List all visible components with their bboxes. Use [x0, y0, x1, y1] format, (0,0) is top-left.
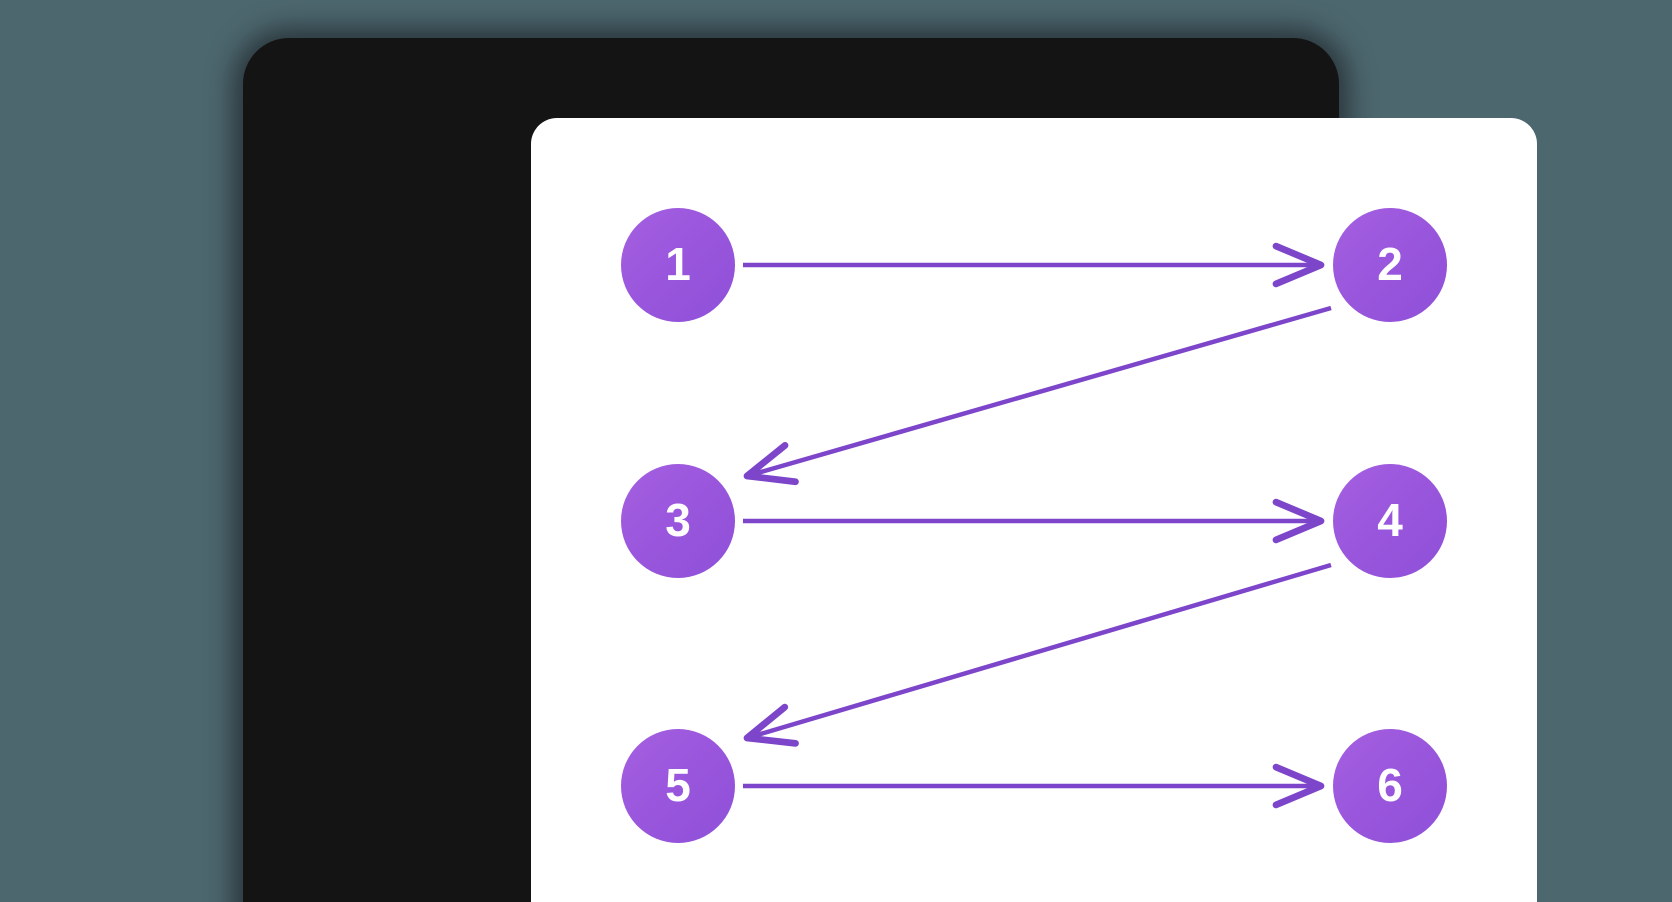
node-2[interactable]: 2: [1333, 208, 1447, 322]
node-5[interactable]: 5: [621, 729, 735, 843]
node-5-label: 5: [665, 759, 691, 811]
node-4-label: 4: [1377, 494, 1403, 546]
node-1-label: 1: [665, 238, 691, 290]
node-2-label: 2: [1377, 238, 1403, 290]
node-1[interactable]: 1: [621, 208, 735, 322]
flow-diagram: [743, 242, 1332, 809]
node-6-label: 6: [1377, 759, 1403, 811]
node-6[interactable]: 6: [1333, 729, 1447, 843]
edge-4-to-5: [743, 562, 1332, 747]
node-3-label: 3: [665, 494, 691, 546]
node-4[interactable]: 4: [1333, 464, 1447, 578]
edge-2-to-3: [743, 305, 1332, 486]
device-screen: 1 2 3 4 5 6: [531, 118, 1537, 902]
device-frame: 1 2 3 4 5 6: [243, 38, 1537, 902]
node-3[interactable]: 3: [621, 464, 735, 578]
